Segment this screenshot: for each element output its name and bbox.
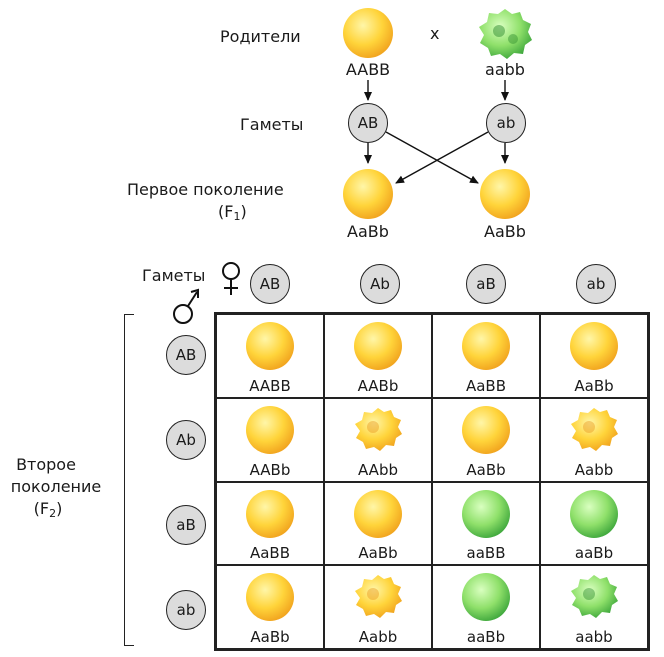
f1-close: )	[240, 202, 247, 221]
f2-label: Второе	[16, 455, 76, 474]
cell-genotype: AaBB	[249, 544, 291, 563]
punnett-cell: aaBB	[432, 481, 540, 566]
pea-green-round	[462, 573, 510, 622]
f1-label-sub: (F1)	[218, 202, 247, 227]
row-gamete: ab	[166, 590, 206, 630]
column-gamete: AB	[250, 264, 290, 304]
f1-genotype: AaBb	[484, 222, 526, 241]
female-symbol-icon	[222, 262, 240, 295]
pea-yellow-round	[462, 405, 510, 454]
row-gamete: AB	[166, 335, 206, 375]
f1-genotype: AaBb	[347, 222, 389, 241]
punnett-cell: AABB	[216, 314, 324, 398]
cell-genotype: AaBB	[465, 376, 507, 395]
punnett-cell: aabb	[540, 565, 648, 649]
cell-genotype: Aabb	[574, 460, 614, 479]
cell-genotype: AAbb	[358, 460, 398, 479]
grid-gametes-label: Гаметы	[142, 266, 206, 285]
cell-genotype: aaBb	[574, 544, 614, 563]
pea-green-wrinkled	[571, 575, 618, 619]
punnett-cell: Aabb	[540, 397, 648, 482]
punnett-cell: AABb	[216, 397, 324, 482]
cell-genotype: aabb	[575, 628, 613, 646]
male-symbol-icon	[173, 288, 199, 324]
f1-subscript: 1	[233, 210, 241, 223]
column-gamete: Ab	[360, 264, 400, 304]
f2-subscript: 2	[49, 507, 57, 520]
column-gamete: ab	[576, 264, 616, 304]
f2-bracket	[124, 314, 134, 646]
f1-label: Первое поколение	[127, 180, 284, 199]
column-gamete: aB	[466, 264, 506, 304]
f2-label: поколение	[10, 477, 102, 496]
parent-gamete: ab	[486, 103, 526, 143]
cell-genotype: AaBb	[358, 544, 398, 563]
cell-genotype: AABb	[357, 376, 399, 395]
pea-yellow-wrinkled	[355, 575, 402, 619]
cell-genotype: AaBb	[574, 376, 614, 395]
pea-yellow-round	[246, 322, 294, 370]
punnett-cell: AaBb	[216, 565, 324, 649]
cell-genotype: AaBb	[466, 460, 506, 479]
arrow	[395, 131, 489, 184]
f2-label-sub: (F2)	[34, 499, 63, 524]
punnett-cell: AaBb	[540, 314, 648, 398]
punnett-cell: AAbb	[324, 397, 432, 482]
pea-yellow-round	[570, 322, 618, 370]
f1-pea-yellow-round	[480, 169, 530, 219]
cross-arrows	[364, 80, 509, 184]
f2-open: (F	[33, 499, 50, 518]
parent-genotype: aabb	[485, 60, 525, 79]
parent-pea-green-wrinkled	[479, 9, 532, 59]
parents-label: Родители	[220, 27, 301, 46]
cell-genotype: AABB	[249, 376, 291, 395]
punnett-cell: aaBb	[432, 565, 540, 649]
pea-yellow-round	[246, 573, 294, 622]
punnett-cell: AaBb	[432, 397, 540, 482]
punnett-cell: aaBb	[540, 481, 648, 566]
arrow	[385, 131, 479, 184]
punnett-cell: AaBb	[324, 481, 432, 566]
cell-genotype: AaBb	[250, 628, 290, 646]
punnett-cell: AaBB	[216, 481, 324, 566]
parent-pea-yellow-round	[343, 8, 393, 58]
punnett-cell: Aabb	[324, 565, 432, 649]
punnett-cell: AABb	[324, 314, 432, 398]
cell-genotype: aaBb	[466, 628, 506, 646]
row-gamete: aB	[166, 505, 206, 545]
pea-yellow-round	[354, 322, 402, 370]
row-gamete: Ab	[166, 420, 206, 460]
f2-close: )	[56, 499, 63, 518]
pea-green-round	[570, 489, 618, 538]
cell-genotype: Aabb	[358, 628, 398, 646]
cell-genotype: AABb	[249, 460, 291, 479]
f1-pea-yellow-round	[343, 169, 393, 219]
pea-yellow-round	[462, 322, 510, 370]
parent-gamete: AB	[348, 103, 388, 143]
pea-yellow-wrinkled	[355, 407, 402, 451]
punnett-cell: AaBB	[432, 314, 540, 398]
pea-yellow-round	[354, 489, 402, 538]
f1-open: (F	[218, 202, 234, 221]
parent-genotype: AABB	[345, 60, 391, 79]
gametes-label: Гаметы	[240, 115, 304, 134]
pea-yellow-round	[246, 489, 294, 538]
cell-genotype: aaBB	[466, 544, 506, 563]
pea-yellow-round	[246, 405, 294, 454]
pea-yellow-wrinkled	[571, 407, 618, 451]
cross-symbol: x	[430, 24, 440, 43]
pea-green-round	[462, 489, 510, 538]
